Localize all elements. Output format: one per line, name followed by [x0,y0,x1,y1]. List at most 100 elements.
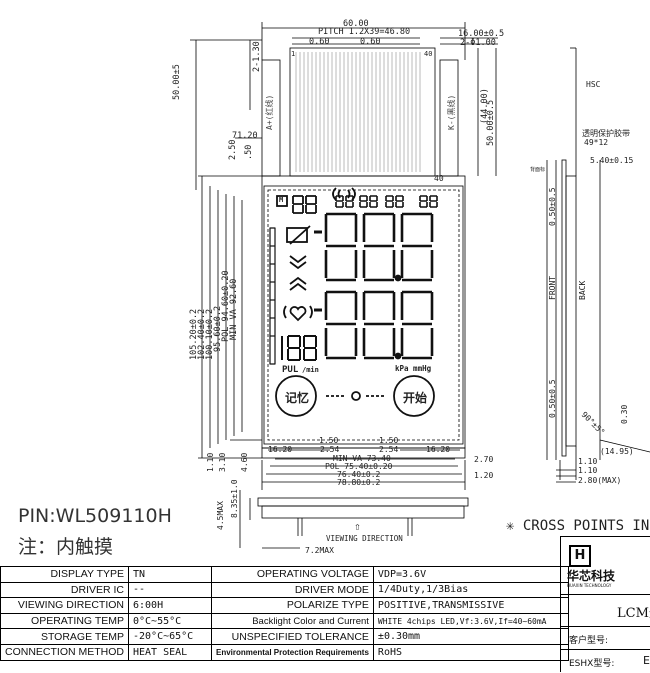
spec-key: Environmental Protection Requirements [211,643,374,661]
spec-value: HEAT SEAL [128,643,212,661]
lcd-m-icon: M [279,196,284,204]
side-film-label: 透明保护胶带 [582,129,630,138]
spec-key: DRIVER IC [0,581,129,599]
spec-key: UNSPECIFIED TOLERANCE [211,628,374,645]
lcm-title: LCM外 [617,606,650,621]
spec-row: DISPLAY TYPE TN OPERATING VOLTAGE VDP=3.… [0,566,569,583]
arrow-down-icon [289,255,307,270]
side-030: 0.30 [620,404,629,424]
spec-key: STORAGE TEMP [0,628,129,645]
dim-250: 2.50 [228,139,238,160]
side-110a: 1.10 [578,457,598,466]
lcd-viewing-area [263,185,464,445]
dim-fpc-mid: 2-1.30 [252,41,262,72]
side-050a: 0.50±0.5 [548,187,557,226]
memory-icon [276,195,288,207]
spec-value: POSITIVE,TRANSMISSIVE [372,597,569,614]
battery-strike-icon [289,225,311,245]
spec-value: ±0.30mm [372,628,569,645]
pin-40-label: 40 [424,50,433,58]
spec-value: VDP=3.6V [372,566,569,583]
side-film-size: 49*12 [584,138,609,147]
spec-key: OPERATING VOLTAGE [211,566,374,583]
side-1495: (14.95) [600,447,634,456]
lcd-segments [269,195,438,365]
dim-tail: 16.00±0.5 [458,29,505,39]
bot-72max: 7.2MAX [305,546,334,555]
spec-value: 0°C~55°C [128,612,212,630]
memory-button-ring [275,375,317,417]
dim-pitch: PITCH 1.2X39=46.80 [318,27,411,37]
title-block: H 华芯科技 HUAXIN TECHNOLOGY LCM外 客户型号: ESHX… [560,536,650,672]
dim-150: .50 [244,144,254,160]
heart-icon [289,306,307,322]
pin-40-glass: 40 [434,174,444,183]
title-row-customer: 客户型号: [561,626,650,650]
bottom-view-glass [257,497,469,507]
dim-bot-254b: 2.54 [379,445,399,454]
dim-width: 60.00 [343,19,369,29]
spec-key: CONNECTION METHOD [0,643,129,661]
side-top-mark: 背面标 [530,167,546,173]
company-name-en: HUAXIN TECHNOLOGY [567,583,612,588]
dim-left-460: 4.60 [240,452,249,472]
center-dot-icon [351,391,361,401]
top-left-digits [292,195,317,214]
dim-bot-1620a: 16.20 [268,445,293,454]
lcd-start-button: 开始 [403,391,428,405]
lcd-active-area [267,189,460,441]
dim-bot-pol: POL 75.40±0.20 [325,462,393,471]
side-view-glass [561,159,567,457]
pulse-digits [281,335,317,361]
dim-bot-va: 76.40±0.2 [337,470,381,479]
spec-row: STORAGE TEMP -20°C~65°C UNSPECIFIED TOLE… [0,628,569,645]
spec-value: -20°C~65°C [128,628,212,645]
dim-bot-150a: 1.50 [319,436,339,445]
level-bar [269,227,276,365]
dim-hole: 2-Φ1.00 [460,38,496,48]
heart-wave-icon [283,305,313,319]
company-logo-icon: H [569,545,591,567]
top-time-digits [335,195,438,208]
side-view-body [565,175,577,447]
spec-key: OPERATING TEMP [0,612,129,630]
spec-row: VIEWING DIRECTION 6:00H POLARIZE TYPE PO… [0,597,569,614]
dim-71: 71.20 [232,131,258,141]
dim-bot-120: 1.20 [474,471,494,480]
dim-fpc-len: 50.00±5 [172,64,182,100]
lcd-pul-unit: /min [302,366,319,374]
spec-row: DRIVER IC -- DRIVER MODE 1/4Duty,1/3Bias [0,581,569,599]
lcd-icons [275,187,435,417]
lcd-mechanical-drawing [190,22,650,549]
spec-key: VIEWING DIRECTION [0,597,129,614]
spec-value: 1/4Duty,1/3Bias [372,581,569,599]
lcd-memory-button: 记忆 [285,391,310,405]
side-front: FRONT [548,275,557,300]
viewing-direction: VIEWING DIRECTION [326,534,403,543]
spec-value: WHITE 4chips LED,Vf:3.6V,If=40~60mA [372,612,569,630]
customer-no-label: 客户型号: [569,636,609,646]
big-digits-row2 [314,290,434,360]
bot-45max: 4.5MAX [216,501,225,530]
dim-fpc-right2: 50.00±0.5 [486,99,496,146]
spec-key: DRIVER MODE [211,581,374,599]
side-fpc-label: HSC [586,80,601,89]
spec-row: CONNECTION METHOD HEAT SEAL Environmenta… [0,643,569,661]
title-row-eshx: ESHX型号: E [561,649,650,673]
side-280: 2.80(MAX) [578,476,622,485]
fpc-label-anode: A+(红线) [265,94,274,130]
bottom-view-backlight [261,505,465,519]
big-digits-row1 [314,212,434,282]
dim-bot-min-va: MIN VA 73.40 [333,454,391,463]
fpc-traces [295,52,421,172]
side-back: BACK [578,280,587,300]
viewing-arrow-icon: ⇧ [354,520,361,533]
lcd-pul: PUL [282,365,299,375]
spec-key: Backlight Color and Current [211,612,374,630]
dim-left-310: 3.10 [218,452,227,472]
side-050b: 0.50±0.5 [548,379,557,418]
spec-value: 6:00H [128,597,212,614]
spec-key: POLARIZE TYPE [211,597,374,614]
lcd-kpa-unit: kPa mmHg [395,364,432,373]
spec-key: DISPLAY TYPE [0,566,129,583]
